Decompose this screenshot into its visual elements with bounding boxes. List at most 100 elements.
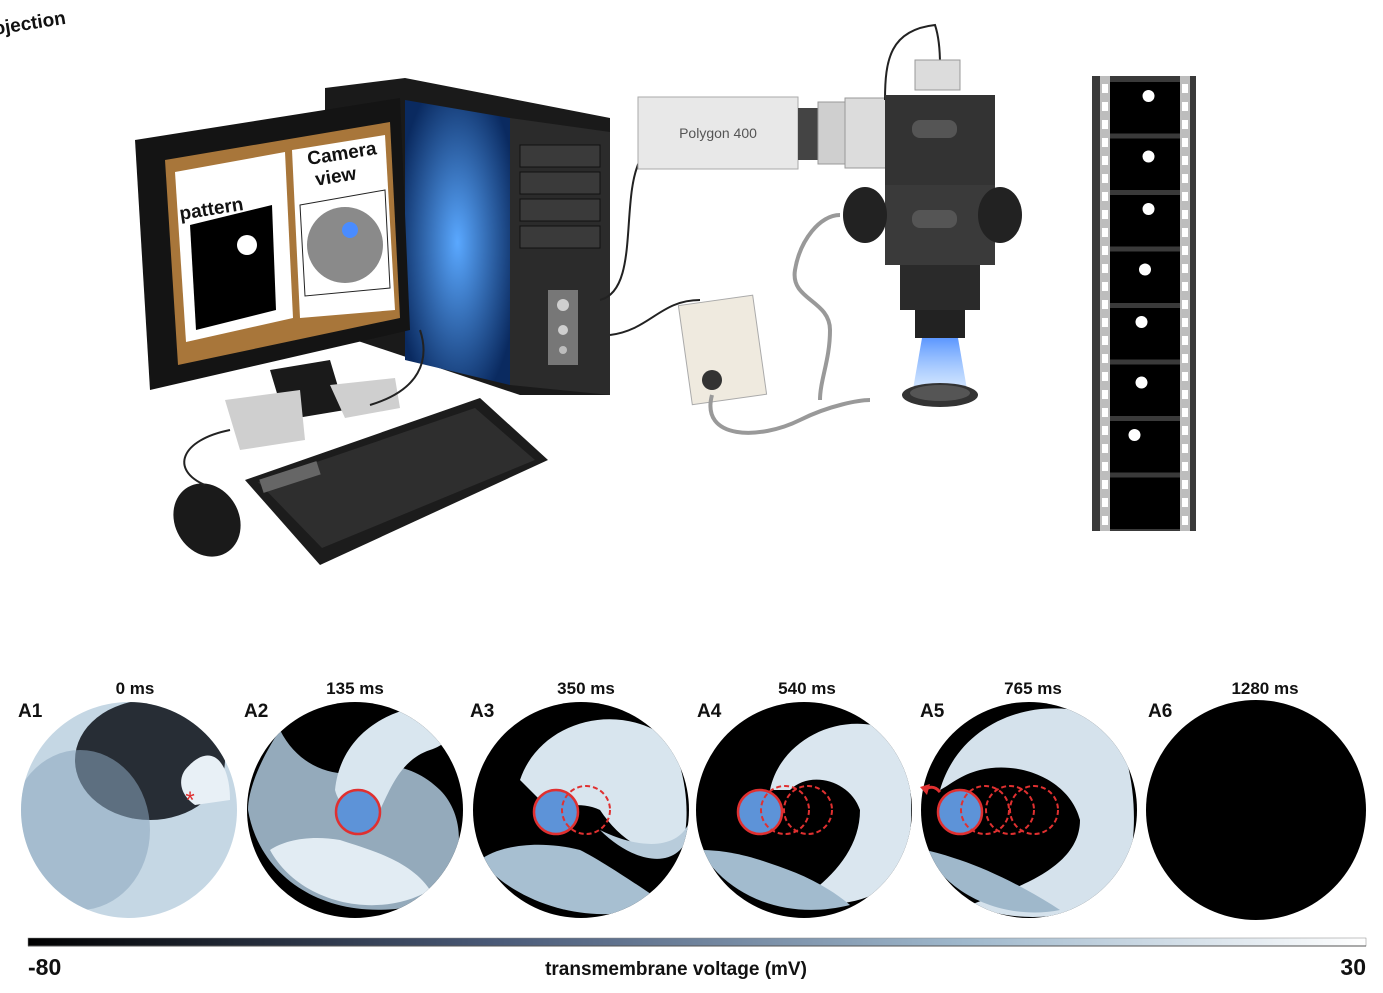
sprocket-hole (1102, 462, 1108, 471)
sprocket-hole (1102, 210, 1108, 219)
sprocket-hole (1102, 156, 1108, 165)
sprocket-hole (1182, 462, 1188, 471)
sprocket-hole (1102, 228, 1108, 237)
sprocket-hole (1102, 354, 1108, 363)
sprocket-hole (1182, 516, 1188, 525)
colorbar-max-label: 30 (1340, 954, 1366, 980)
stimulus-dot (1139, 263, 1151, 276)
panel-label-a5: A5 (920, 701, 945, 722)
polygon-projector: Polygon 400 (637, 96, 888, 170)
sprocket-hole (1102, 300, 1108, 309)
sprocket-hole (1182, 264, 1188, 273)
sprocket-hole (1182, 156, 1188, 165)
sprocket-hole (1182, 192, 1188, 201)
colorbar-min-label: -80 (28, 954, 61, 980)
sprocket-hole (1102, 498, 1108, 507)
stimulus-dot (1128, 429, 1141, 441)
stimulus-dot (1135, 316, 1148, 328)
sprocket-hole (1182, 228, 1188, 237)
colorbar: -80 30 transmembrane voltage (mV) (27, 937, 1367, 980)
sprocket-hole (1102, 408, 1108, 417)
sprocket-hole (1182, 480, 1188, 489)
sprocket-hole (1182, 174, 1188, 183)
sprocket-hole (1182, 372, 1188, 381)
projection-title-line1: Projection (0, 8, 67, 43)
voltage-map-panels: * (18, 679, 1366, 920)
panel-a6 (1146, 700, 1366, 920)
film-frame (1110, 195, 1180, 247)
keyboard (245, 398, 548, 565)
panel-label-a6: A6 (1148, 701, 1172, 722)
polygon-label: Polygon 400 (679, 125, 757, 141)
film-frame (1110, 82, 1180, 134)
sprocket-hole (1102, 246, 1108, 255)
sprocket-hole (1182, 210, 1188, 219)
sprocket-hole (1102, 318, 1108, 327)
sprocket-hole (1102, 480, 1108, 489)
mouse (173, 483, 241, 557)
panel-time-a3: 350 ms (557, 679, 615, 698)
panel-time-a6: 1280 ms (1231, 679, 1298, 698)
sprocket-hole (1182, 390, 1188, 399)
film-frame (1110, 364, 1180, 416)
sprocket-hole (1102, 282, 1108, 291)
sprocket-hole (1182, 138, 1188, 147)
sprocket-hole (1102, 372, 1108, 381)
sprocket-hole (1102, 336, 1108, 345)
panel-a1: * (21, 702, 237, 918)
film-strip (1092, 76, 1196, 531)
computer-illustration: Projection pattern Camera view (0, 8, 701, 565)
film-frame (1110, 421, 1180, 473)
sprocket-hole (1102, 390, 1108, 399)
colorbar-title: transmembrane voltage (mV) (545, 959, 807, 980)
panel-time-a1: 0 ms (116, 679, 155, 698)
stimulus-marker: * (185, 787, 194, 814)
panel-a2 (247, 702, 463, 918)
sprocket-hole (1182, 246, 1188, 255)
sprocket-hole (1182, 282, 1188, 291)
sprocket-hole (1102, 120, 1108, 129)
sprocket-hole (1182, 354, 1188, 363)
panel-a5 (920, 702, 1137, 918)
film-frame (1110, 477, 1180, 529)
stimulus-dot (1142, 150, 1155, 163)
panel-a4 (696, 702, 912, 918)
stimulus-dot (1142, 90, 1155, 102)
stimulus-dot (1135, 376, 1148, 389)
sprocket-hole (1182, 336, 1188, 345)
sprocket-hole (1102, 192, 1108, 201)
sprocket-hole (1182, 120, 1188, 129)
panel-label-a3: A3 (470, 701, 494, 722)
sprocket-hole (1182, 102, 1188, 111)
sprocket-hole (1182, 444, 1188, 453)
light-source-box (677, 294, 871, 435)
sprocket-hole (1102, 426, 1108, 435)
computer-monitor: Projection pattern Camera view (0, 8, 410, 450)
panel-time-a5: 765 ms (1004, 679, 1062, 698)
sprocket-hole (1182, 318, 1188, 327)
colorbar-gradient (28, 938, 1366, 946)
film-frame (1110, 138, 1180, 190)
panel-time-a4: 540 ms (778, 679, 836, 698)
sprocket-hole (1102, 138, 1108, 147)
sprocket-hole (1182, 426, 1188, 435)
panel-label-a2: A2 (244, 701, 268, 722)
sprocket-hole (1102, 444, 1108, 453)
sprocket-hole (1182, 300, 1188, 309)
sprocket-hole (1102, 264, 1108, 273)
panel-label-a4: A4 (697, 701, 722, 722)
panel-a3 (473, 702, 689, 918)
sprocket-hole (1182, 498, 1188, 507)
sprocket-hole (1102, 516, 1108, 525)
panel-label-a1: A1 (18, 701, 43, 722)
sprocket-hole (1182, 408, 1188, 417)
projection-pattern-image (190, 205, 276, 330)
sprocket-hole (1182, 84, 1188, 93)
film-frame (1110, 308, 1180, 360)
stimulus-dot (1142, 203, 1155, 215)
sprocket-hole (1102, 174, 1108, 183)
sprocket-hole (1102, 84, 1108, 93)
sprocket-hole (1102, 102, 1108, 111)
microscope (792, 23, 1022, 407)
